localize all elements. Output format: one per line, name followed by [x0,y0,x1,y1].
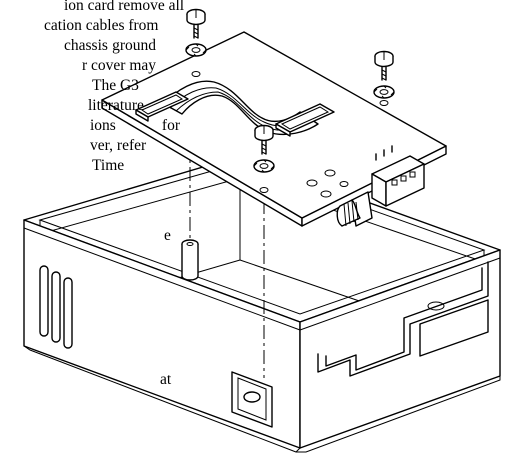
standoff-post [181,239,199,281]
screw-front [254,124,274,155]
text-line: ions for [90,117,180,134]
ribbon-cable [135,80,335,137]
text-line: cation cables from [44,17,159,34]
text-line: e [164,227,171,244]
text-line: r cover may [82,57,157,74]
text-line: literature [88,97,144,114]
stepped-cutout [317,261,489,377]
text-line: ver, refer [90,137,147,154]
coax-connector [336,191,373,227]
lock-washer-left [185,43,207,57]
text-line: ion card remove all [64,0,185,14]
body-text-column: ion card remove all cation cables from c… [0,0,200,468]
text-line: The G3 [92,77,139,94]
lock-washer-right [373,85,395,99]
text-line: Time [92,157,125,174]
pin-header-connector [371,145,425,207]
connector-cutout [231,371,273,428]
screw-right [374,50,394,81]
option-card [101,31,447,227]
text-line: at [160,371,172,388]
chassis-box [23,155,501,453]
vent-slots [39,265,73,349]
lock-washer-front [253,159,275,173]
text-line: chassis ground [64,37,156,54]
screw-left [186,8,206,39]
